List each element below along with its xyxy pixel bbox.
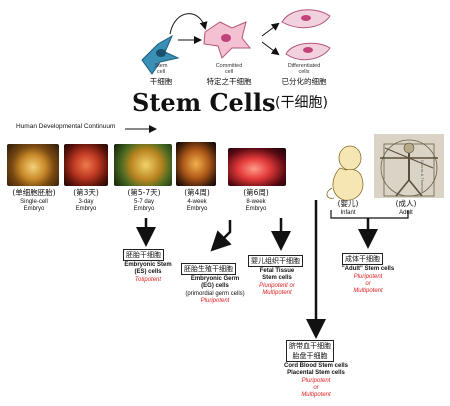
cord-box-zh2: 胎盘干细胞 <box>292 352 328 360</box>
self-renew-arrow <box>169 13 208 35</box>
cord-potency3: Multipotent <box>301 392 331 398</box>
es-box-zh: 胚胎干细胞 <box>123 249 164 261</box>
stage-5-zh: (婴儿) <box>337 199 359 208</box>
adult-line1: "Adult" Stem cells <box>341 266 395 272</box>
fetal-line2: Stem cells <box>262 275 292 281</box>
eg-line1: Embryonic Germ <box>190 276 240 282</box>
stage-2-en1: 5-7 day <box>133 199 154 205</box>
fetal-potency1: Pluripotent or <box>259 283 295 289</box>
stage-0-zh: (单细胞胚胎) <box>12 188 56 197</box>
5-7-day-embryo-image <box>114 144 172 186</box>
es-potency: Totipotent <box>134 277 162 283</box>
stage-0-en1: Single-cell <box>20 199 48 205</box>
stage-1-zh: (第3天) <box>73 188 99 197</box>
fetal-line1: Fetal Tissue <box>259 268 295 274</box>
eg-line3: (primordial germ cells) <box>185 291 245 297</box>
eg-box-zh: 胚胎生殖干细胞 <box>181 263 236 275</box>
stem-cell-icon <box>141 34 180 75</box>
arrow-to-diff-bottom <box>261 41 280 56</box>
fetal-box-zh: 婴儿组织干细胞 <box>248 255 303 267</box>
stage-4-en2: Embryo <box>245 206 267 212</box>
continuum-label: Human Developmental Continuum <box>16 123 116 130</box>
single-cell-embryo-image <box>7 144 59 186</box>
3-day-embryo-image <box>64 144 108 186</box>
adult-box-zh: 成体干细胞 <box>342 253 383 265</box>
stage-0-en2: Embryo <box>23 206 45 212</box>
eg-potency: Pluripotent <box>200 298 230 304</box>
stage-2-en2: Embryo <box>133 206 155 212</box>
stage-5-en1: Infant <box>340 210 356 216</box>
arrow-eg <box>210 220 232 252</box>
stage-2-zh: (第5-7天) <box>127 188 161 197</box>
differentiated-cell-bottom-icon <box>285 42 331 61</box>
stem-cell-label-zh: 干细胞 <box>149 77 173 86</box>
differentiated-cell-top-icon <box>281 9 331 29</box>
arrow-to-diff-top <box>261 22 280 37</box>
cord-potency2: or <box>313 385 319 391</box>
cord-line1: Cord Blood Stem cells <box>283 363 348 369</box>
committed-cell-icon <box>203 21 252 59</box>
stage-6-en1: Adult <box>399 210 413 216</box>
fetal-potency2: Multipotent <box>262 290 292 296</box>
stage-6-zh: (成人) <box>395 199 417 208</box>
cord-box: 脐带血干细胞 胎盘干细胞 <box>286 340 334 362</box>
adult-potency3: Multipotent <box>353 288 383 294</box>
adult-potency1: Pluripotent <box>353 274 383 280</box>
stage-3-zh: (第4周) <box>184 188 210 197</box>
stage-1-en2: Embryo <box>75 206 97 212</box>
infant-illustration <box>326 145 364 201</box>
main-title-zh: (干细胞) <box>275 95 328 111</box>
8-week-embryo-image <box>228 148 286 186</box>
es-line2: (ES) cells <box>134 269 162 275</box>
cord-line2: Placental Stem cells <box>287 370 345 376</box>
differentiated-cell-label-zh: 已分化的细胞 <box>281 77 327 86</box>
adult-vitruvian-illustration <box>374 134 444 198</box>
stage-3-en2: Embryo <box>186 206 208 212</box>
stage-4-zh: (第6周) <box>243 188 269 197</box>
main-title: Stem Cells <box>132 88 276 117</box>
infant-adult-bracket <box>330 210 409 219</box>
stage-1-en1: 3-day <box>78 199 94 205</box>
cord-box-zh1: 脐带血干细胞 <box>289 342 331 350</box>
es-line1: Embryonic Stem <box>124 262 172 268</box>
4-week-embryo-image <box>176 142 216 186</box>
eg-line2: (EG) cells <box>201 283 229 289</box>
stage-3-en1: 4-week <box>187 199 207 205</box>
adult-potency2: or <box>365 281 371 287</box>
watermark: Dennis & Thomas <box>420 160 425 192</box>
committed-cell-label-zh: 特定之干细胞 <box>206 77 252 86</box>
cord-potency1: Pluripotent <box>301 378 331 384</box>
stage-4-en1: 8-week <box>246 199 266 205</box>
